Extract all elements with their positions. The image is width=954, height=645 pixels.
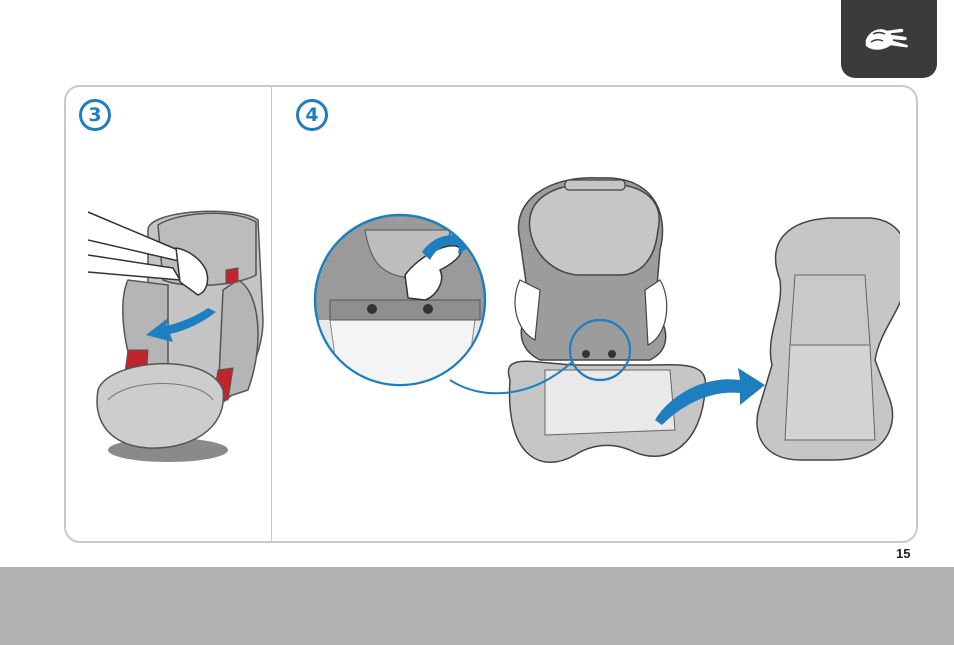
step-4-illustration — [310, 170, 900, 480]
page-number: 15 — [896, 546, 910, 561]
panel-divider — [271, 85, 272, 543]
hand-wash-icon — [861, 22, 917, 58]
step-4-badge: 4 — [296, 99, 328, 131]
step-3-illustration — [88, 200, 268, 470]
step-3-badge: 3 — [79, 99, 111, 131]
footer-band — [0, 567, 954, 645]
hand-wash-tab — [841, 0, 937, 78]
